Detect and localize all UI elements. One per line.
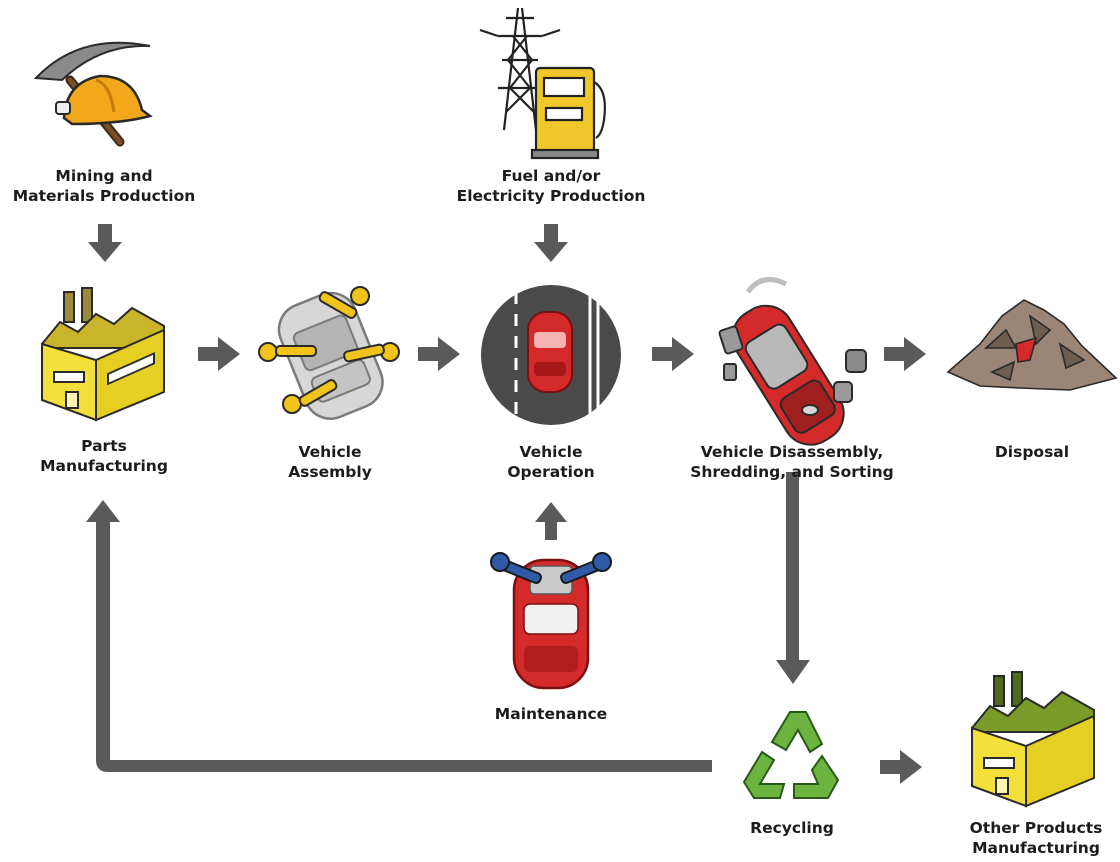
label-line: Shredding, and Sorting bbox=[690, 463, 894, 481]
label-line: Recycling bbox=[750, 819, 834, 837]
label-line: Operation bbox=[507, 463, 595, 481]
wrenches-car-icon bbox=[490, 552, 612, 690]
label-line: Parts bbox=[81, 437, 127, 455]
label-other-products: Other Products Manufacturing bbox=[970, 818, 1103, 858]
label-disposal: Disposal bbox=[995, 442, 1069, 462]
arrow-operation-to-disassembly bbox=[652, 337, 694, 371]
arrow-recycling-to-other bbox=[880, 750, 922, 784]
label-maintenance: Maintenance bbox=[495, 704, 607, 724]
label-operation: Vehicle Operation bbox=[507, 442, 594, 482]
pickaxe-hardhat-icon bbox=[33, 41, 153, 147]
label-parts: Parts Manufacturing bbox=[40, 436, 168, 476]
arrow-parts-to-assembly bbox=[198, 337, 240, 371]
arrow-recycling-to-parts bbox=[86, 500, 712, 772]
arrow-mining-to-parts bbox=[88, 224, 122, 262]
landfill-pile-icon bbox=[946, 299, 1118, 391]
car-on-road-icon bbox=[481, 285, 621, 425]
label-disassembly: Vehicle Disassembly, Shredding, and Sort… bbox=[690, 442, 894, 482]
arrow-disassembly-to-disposal bbox=[884, 337, 926, 371]
label-mining: Mining and Materials Production bbox=[13, 166, 196, 206]
label-line: Materials Production bbox=[12, 187, 196, 205]
arrow-disassembly-to-recycling bbox=[776, 472, 810, 684]
label-line: Fuel and/or bbox=[501, 167, 601, 185]
label-fuel: Fuel and/or Electricity Production bbox=[457, 166, 646, 206]
label-line: Electricity Production bbox=[456, 187, 646, 205]
label-line: Other Products bbox=[969, 819, 1103, 837]
label-line: Manufacturing bbox=[40, 457, 168, 475]
robot-arms-car-icon bbox=[258, 286, 400, 420]
label-line: Manufacturing bbox=[972, 839, 1100, 857]
label-line: Vehicle Disassembly, bbox=[700, 443, 884, 461]
label-line: Disposal bbox=[994, 443, 1070, 461]
label-line: Mining and bbox=[55, 167, 153, 185]
flow-arrows bbox=[86, 224, 926, 784]
factory-icon bbox=[41, 287, 165, 422]
power-tower-fuel-pump-icon bbox=[479, 7, 606, 160]
arrow-fuel-to-operation bbox=[534, 224, 568, 262]
label-line: Vehicle bbox=[298, 443, 362, 461]
green-factory-icon bbox=[971, 671, 1095, 808]
label-line: Vehicle bbox=[519, 443, 583, 461]
label-line: Maintenance bbox=[494, 705, 608, 723]
arrow-assembly-to-operation bbox=[418, 337, 460, 371]
label-recycling: Recycling bbox=[750, 818, 834, 838]
arrow-maintenance-to-operation bbox=[535, 502, 567, 540]
recycle-arrows-icon bbox=[742, 711, 840, 799]
label-assembly: Vehicle Assembly bbox=[288, 442, 372, 482]
car-parts-exploded-icon bbox=[718, 277, 867, 446]
label-line: Assembly bbox=[288, 463, 372, 481]
